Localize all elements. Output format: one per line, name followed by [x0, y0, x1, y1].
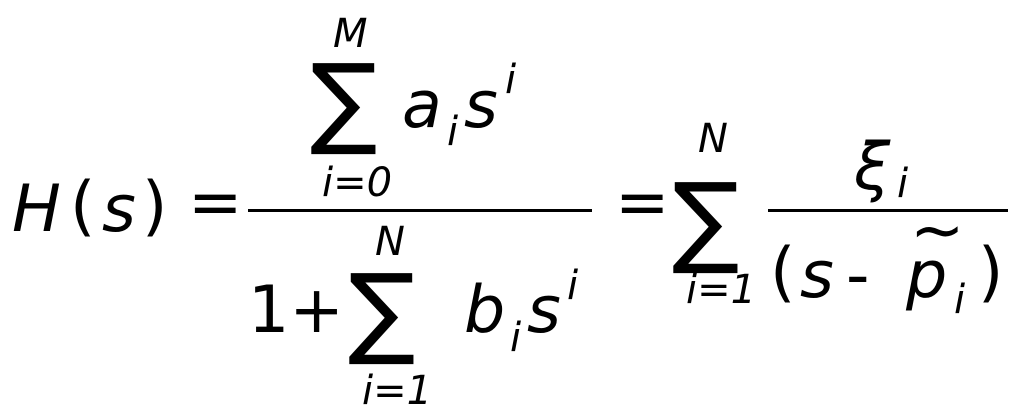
- pole-p: p: [906, 238, 948, 313]
- num-coef-a: a: [402, 68, 442, 143]
- den-exp: i: [567, 263, 579, 309]
- den2-minus: -: [846, 238, 870, 313]
- num-sum-lower: i=0: [322, 160, 393, 206]
- den-coef-b: b: [464, 273, 506, 348]
- residue-sub: i: [897, 161, 909, 207]
- num-exp: i: [505, 57, 517, 103]
- den-var-s: s: [527, 273, 561, 348]
- den-sum-upper: N: [375, 219, 405, 265]
- num-sum-sign: ∑: [310, 42, 378, 159]
- sum2-sign: ∑: [672, 161, 740, 278]
- num-sum-upper: M: [333, 11, 368, 57]
- lhs-H: H: [12, 172, 61, 247]
- equals-sign-1: =: [188, 165, 243, 240]
- fraction-bar-2: [768, 209, 1008, 212]
- den-sum-lower: i=1: [362, 368, 433, 414]
- fraction-bar-1: [248, 209, 592, 212]
- den-coef-sub: i: [510, 315, 522, 361]
- equals-sign-2: =: [615, 165, 670, 240]
- residue-xi: ξ: [854, 130, 891, 205]
- num-coef-sub: i: [447, 109, 459, 155]
- den2-open-paren: (: [770, 235, 796, 310]
- num-var-s: s: [464, 68, 498, 143]
- lhs-close-paren: ): [142, 169, 168, 244]
- lhs-s: s: [102, 172, 136, 247]
- den2-var-s: s: [800, 238, 834, 313]
- den-sum-sign: ∑: [348, 252, 416, 369]
- den-one-plus: 1+: [248, 273, 344, 348]
- den2-close-paren: ): [978, 235, 1004, 310]
- sum2-lower: i=1: [686, 267, 757, 313]
- lhs-open-paren: (: [70, 169, 96, 244]
- sum2-upper: N: [698, 116, 728, 162]
- pole-sub: i: [954, 277, 966, 323]
